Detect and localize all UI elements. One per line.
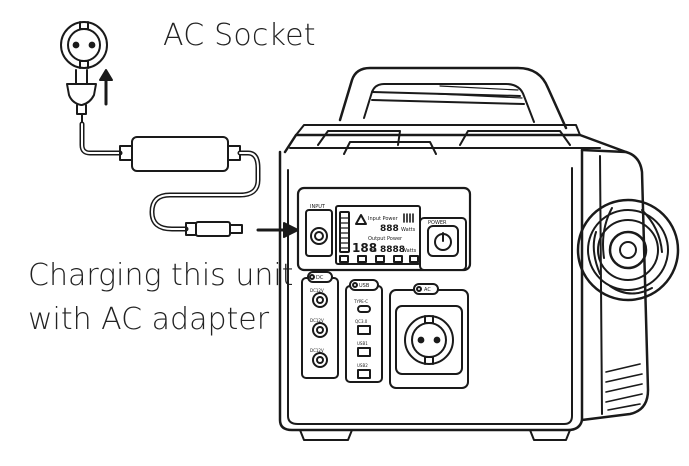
dc-port-1-label: DC12V [310, 288, 324, 293]
output-power-digits: 8888 [380, 245, 405, 255]
plug-icon [66, 69, 97, 125]
warning-icon [355, 214, 367, 225]
battery-icon [339, 211, 350, 253]
percent-sign: % [371, 247, 377, 254]
output-power-label: Output Power [368, 236, 403, 242]
input-power-label: Input Power [368, 216, 399, 222]
arrow-right-icon [256, 222, 299, 238]
ac-label: AC [424, 287, 431, 293]
power-station [278, 66, 680, 441]
wall-socket-icon [60, 21, 108, 69]
usb-label: USB [359, 283, 370, 289]
dc-port-3-label: DC12V [310, 348, 324, 353]
dc-label: DC [316, 275, 324, 281]
usb-port-qc-label: QC3.0 [355, 319, 368, 324]
power-label: POWER [428, 220, 447, 226]
ac-socket-label: AC Socket [163, 18, 316, 53]
charging-caption-line-2: with AC adapter [28, 302, 270, 337]
charging-caption-line-1: Charging this unit [28, 258, 294, 293]
usb-port-2-label: USB2 [357, 363, 368, 368]
input-power-digits: 888 [380, 224, 399, 234]
arrow-up-icon [99, 69, 113, 106]
usb-port-1-label: USB1 [357, 341, 368, 346]
battery-percent-digits: 188 [352, 241, 377, 255]
side-fan [576, 198, 680, 302]
control-panel [296, 186, 472, 389]
watts-bottom-label: Watts [402, 248, 417, 254]
watts-top-label: Watts [401, 227, 416, 233]
input-label: INPUT [310, 204, 326, 210]
dc-plug [185, 221, 243, 237]
usb-port-typec-label: TYPE-C [353, 299, 368, 304]
dc-port-2-label: DC12V [310, 318, 324, 323]
ac-adapter [119, 136, 241, 172]
